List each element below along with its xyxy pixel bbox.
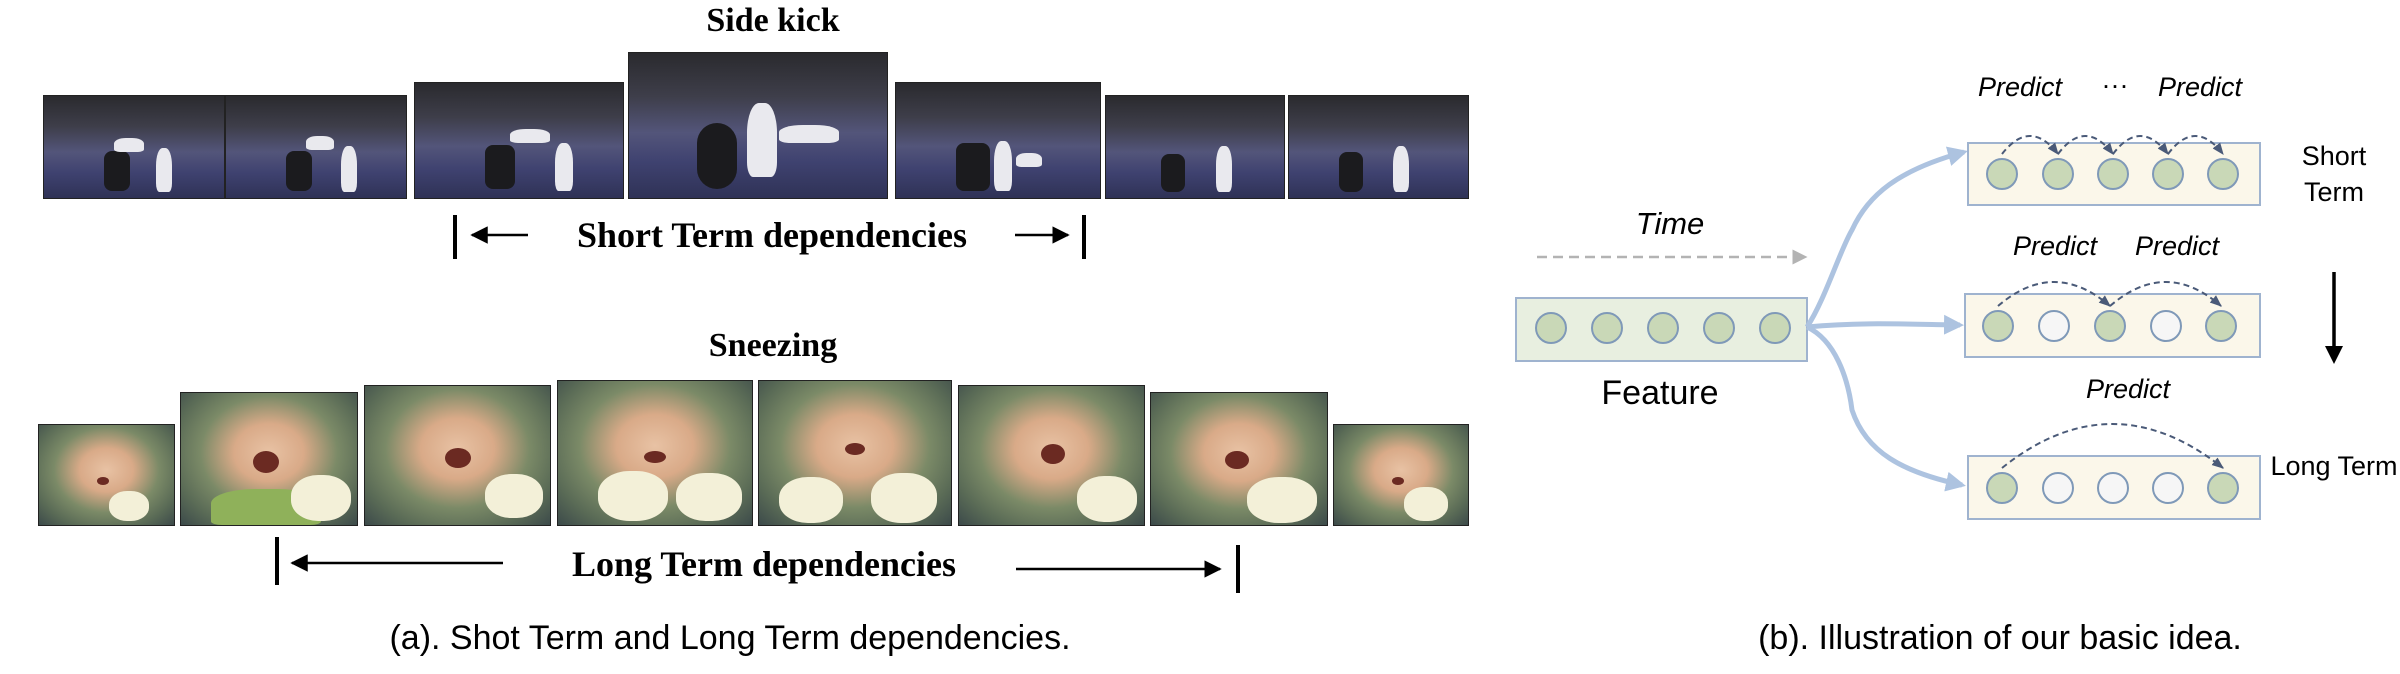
mid-term-nodes [1982, 310, 2237, 342]
time-label: Time [1635, 206, 1705, 241]
sneezing-frame-3 [364, 385, 551, 526]
side-kick-frame-5 [895, 82, 1101, 199]
short-term-nodes [1986, 158, 2239, 190]
short-term-dependencies-label: Short Term dependencies [576, 215, 968, 255]
sneezing-frame-1 [38, 424, 175, 526]
short-term-label: Short Term [2301, 141, 2367, 207]
short-term-predict-arrows [2001, 135, 2224, 155]
ellipsis-label: ··· [2101, 70, 2129, 100]
predict-label-short-2: Predict [2157, 72, 2243, 102]
predict-label-mid-2: Predict [2134, 231, 2220, 261]
side-kick-frame-1 [43, 95, 225, 199]
mid-term-predict-arrows [1997, 281, 2222, 307]
branch-arrows [1804, 146, 1968, 492]
sneezing-frame-2 [180, 392, 358, 526]
side-kick-frame-3 [414, 82, 624, 199]
long-term-nodes [1986, 472, 2239, 504]
feature-label: Feature [1601, 374, 1719, 412]
side-kick-frame-4 [628, 52, 888, 199]
long-term-label: Long Term [2270, 451, 2398, 481]
side-kick-frame-2 [225, 95, 407, 199]
predict-label-short-1: Predict [1977, 72, 2063, 102]
predict-label-long: Predict [2085, 374, 2171, 404]
predict-label-mid-1: Predict [2012, 231, 2098, 261]
caption-b: (b). Illustration of our basic idea. [1758, 619, 2242, 657]
short-term-bracket [453, 215, 1086, 259]
sneezing-frame-7 [1150, 392, 1328, 526]
side-kick-frame-6 [1105, 95, 1285, 199]
caption-a: (a). Shot Term and Long Term dependencie… [389, 619, 1071, 657]
long-term-dependencies-label: Long Term dependencies [571, 544, 957, 584]
long-term-predict-arrow [2001, 423, 2224, 469]
down-arrow [2325, 272, 2343, 364]
sneezing-frame-6 [958, 385, 1145, 526]
feature-nodes [1535, 312, 1791, 344]
sneezing-frame-8 [1333, 424, 1469, 526]
side-kick-title: Side kick [706, 2, 840, 39]
sneezing-frame-5 [758, 380, 952, 526]
sneezing-frame-4 [557, 380, 753, 526]
side-kick-frame-7 [1288, 95, 1469, 199]
sneezing-title: Sneezing [708, 327, 838, 364]
long-term-bracket [275, 537, 1240, 593]
